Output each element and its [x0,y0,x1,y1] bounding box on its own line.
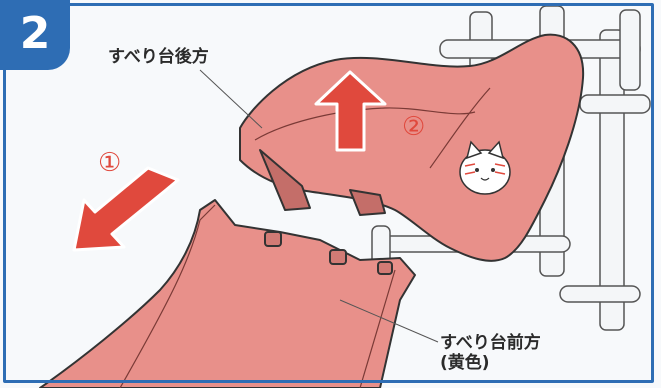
label-slide-front: すべり台前方 (黄色) [440,333,541,373]
cat-face-icon [459,140,511,195]
label-slide-front-line1: すべり台前方 [440,333,541,353]
arrow-up-icon [314,70,387,152]
step-number-badge: 2 [0,0,70,70]
step-marker-one: ① [98,148,122,178]
slide-rear [239,33,585,262]
label-slide-front-line2: (黄色) [440,353,490,373]
step-marker-two: ② [402,112,426,142]
arrow-down-left-icon [72,166,180,252]
label-slide-rear: すべり台後方 [108,47,209,67]
leader-lines [199,69,439,343]
slide-front [39,199,416,388]
